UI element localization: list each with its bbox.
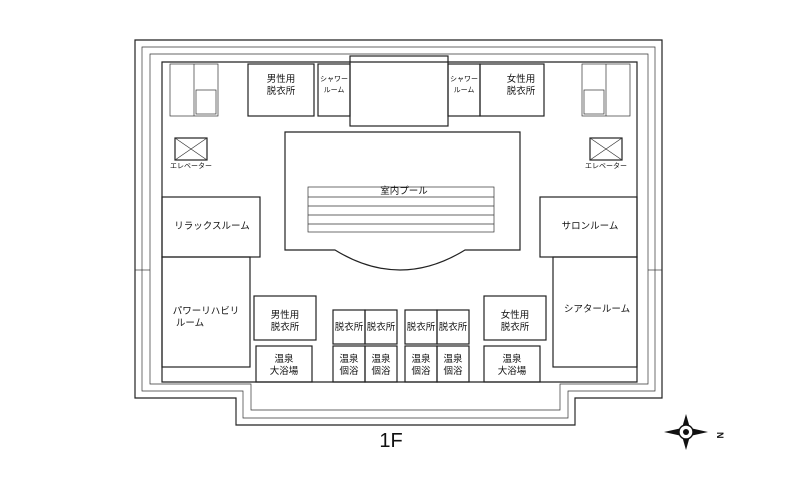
bottom-right-dressing-label-2: 脱衣所 <box>501 321 530 333</box>
outer-wall <box>134 39 663 426</box>
top-left-shower-label-1: シャワー <box>320 75 348 83</box>
pool-label: 室内プール <box>380 185 428 197</box>
top-left-shower-label-2: ルーム <box>324 86 345 94</box>
floor-label: 1F <box>379 430 402 452</box>
small-dressing-label-4: 脱衣所 <box>439 321 468 333</box>
kobu-3-label-a: 温泉 <box>411 353 431 365</box>
kobu-4-label-b: 個浴 <box>443 365 463 377</box>
kobu-4-label-a: 温泉 <box>443 353 463 365</box>
onsen-right-label-1: 温泉 <box>502 353 522 365</box>
salon-room-label: サロンルーム <box>562 221 619 232</box>
top-right-shower-label-2: ルーム <box>454 86 475 94</box>
kobu-1-label-a: 温泉 <box>339 353 359 365</box>
small-dressing-label-1: 脱衣所 <box>335 321 364 333</box>
top-left-dressing-label-1: 男性用 <box>267 73 296 85</box>
compass-north-label: N <box>715 432 725 439</box>
onsen-left-label-2: 大浴場 <box>270 365 299 377</box>
kobu-2-label-b: 個浴 <box>371 365 391 377</box>
compass-icon <box>664 414 708 450</box>
theater-room-label: シアタールーム <box>564 304 630 315</box>
bottom-right-dressing-label-1: 女性用 <box>501 309 530 321</box>
elevator-right-label: エレベーター <box>585 161 627 170</box>
power-room-label-2: ルーム <box>176 318 204 329</box>
elevator-left-label: エレベーター <box>170 161 212 170</box>
top-left-dressing-label-2: 脱衣所 <box>267 85 296 97</box>
bottom-left-dressing-label-2: 脱衣所 <box>271 321 300 333</box>
kobu-2-label-a: 温泉 <box>371 353 391 365</box>
bottom-left-dressing-label-1: 男性用 <box>271 309 300 321</box>
power-room-label-1: パワーリハビリ <box>173 306 240 317</box>
small-dressing-label-3: 脱衣所 <box>407 321 436 333</box>
top-right-dressing-label-2: 脱衣所 <box>507 85 536 97</box>
onsen-left-label-1: 温泉 <box>274 353 294 365</box>
kobu-1-label-b: 個浴 <box>339 365 359 377</box>
interior-walls <box>161 55 638 383</box>
onsen-right-label-2: 大浴場 <box>498 365 527 377</box>
top-right-dressing-label-1: 女性用 <box>507 73 536 85</box>
top-right-shower-label-1: シャワー <box>450 75 478 83</box>
relax-room-label: リラックスルーム <box>174 221 249 232</box>
small-dressing-label-2: 脱衣所 <box>367 321 396 333</box>
kobu-3-label-b: 個浴 <box>411 365 431 377</box>
